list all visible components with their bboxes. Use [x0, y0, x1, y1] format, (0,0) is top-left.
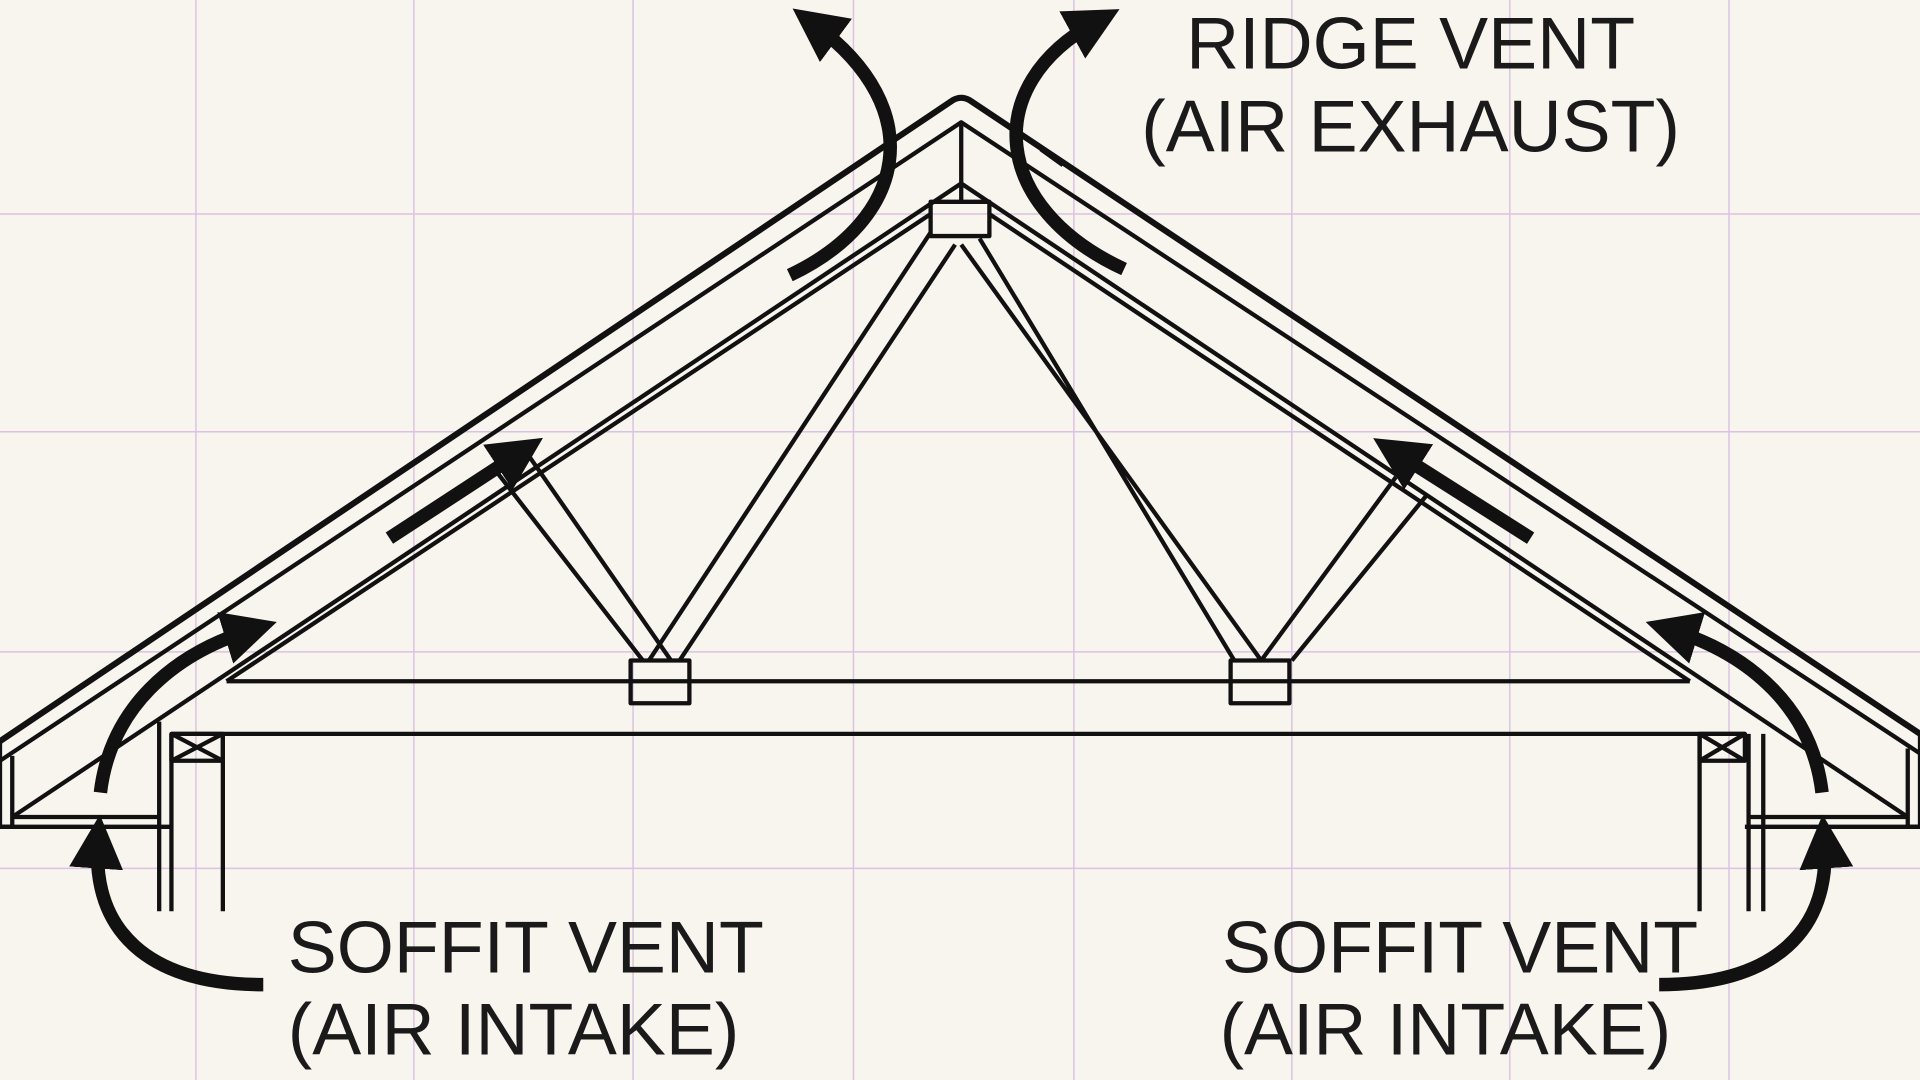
rafter-airflow-arrow-left — [385, 437, 543, 544]
eave-airflow-arrow-right — [1645, 612, 1829, 794]
ridge-exhaust-arrow-left — [786, 8, 897, 282]
soffit-intake-arrow-right — [1659, 814, 1854, 992]
airflow-arrows — [69, 8, 1854, 992]
soffit-intake-arrow-left — [69, 814, 264, 992]
soffit-vent-left-label: SOFFIT VENT — [288, 906, 764, 988]
soffit-vent-right-label: SOFFIT VENT — [1222, 906, 1698, 988]
rafter-airflow-arrow-right — [1373, 438, 1535, 544]
ridge-exhaust-arrow-right — [1009, 9, 1127, 276]
eave-airflow-arrow-left — [93, 612, 277, 794]
soffit-vent-right-sublabel: (AIR INTAKE) — [1220, 988, 1672, 1070]
soffit-vent-left-sublabel: (AIR INTAKE) — [288, 988, 740, 1070]
ridge-vent-label: RIDGE VENT — [1186, 3, 1635, 85]
ridge-vent-sublabel: (AIR EXHAUST) — [1141, 86, 1680, 168]
roof-truss — [0, 94, 1920, 912]
